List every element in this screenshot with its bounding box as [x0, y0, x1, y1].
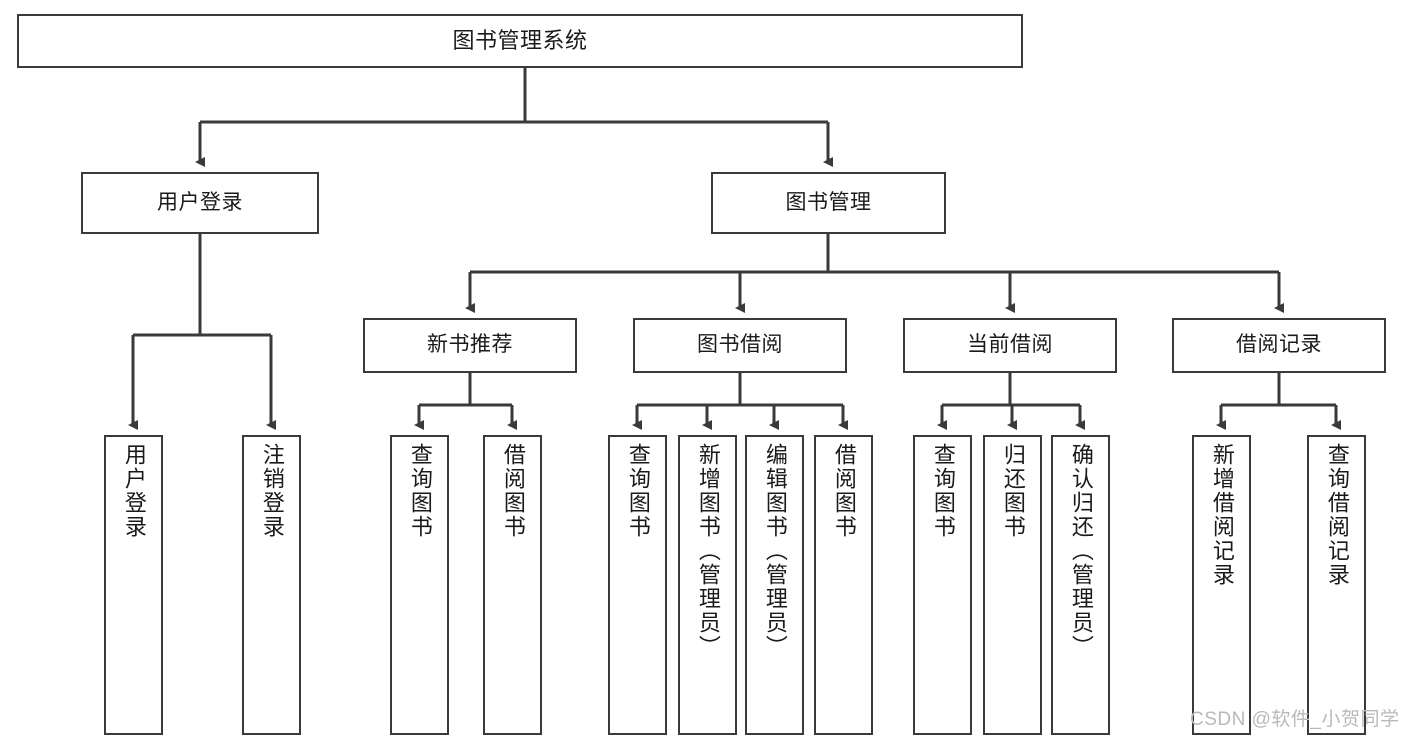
watermark: CSDN @软件_小贺同学 — [1190, 709, 1400, 730]
leaf-borrow-book-label: 借阅图书 — [831, 443, 857, 539]
leaf-query-borrow-record[interactable]: 查询借阅记录 — [1307, 435, 1366, 735]
node-book-borrow[interactable]: 图书借阅 — [633, 318, 847, 373]
leaf-query-borrow-record-label: 查询借阅记录 — [1324, 443, 1350, 587]
leaf-logout[interactable]: 注销登录 — [242, 435, 301, 735]
leaf-add-book-admin[interactable]: 新增图书（管理员） — [678, 435, 737, 735]
leaf-query-book-current[interactable]: 查询图书 — [913, 435, 972, 735]
leaf-confirm-return-admin[interactable]: 确认归还（管理员） — [1051, 435, 1110, 735]
leaf-return-book[interactable]: 归还图书 — [983, 435, 1042, 735]
node-root[interactable]: 图书管理系统 — [17, 14, 1023, 68]
node-current-borrow[interactable]: 当前借阅 — [903, 318, 1117, 373]
leaf-logout-label: 注销登录 — [259, 443, 285, 539]
leaf-query-book-current-label: 查询图书 — [930, 443, 956, 539]
leaf-query-book-borrow[interactable]: 查询图书 — [608, 435, 667, 735]
node-book-borrow-label: 图书借阅 — [697, 333, 783, 357]
leaf-query-book-recommend[interactable]: 查询图书 — [390, 435, 449, 735]
node-current-borrow-label: 当前借阅 — [967, 333, 1053, 357]
node-root-label: 图书管理系统 — [452, 28, 588, 54]
node-new-book-recommend-label: 新书推荐 — [427, 333, 513, 357]
leaf-user-login-label: 用户登录 — [121, 443, 147, 539]
leaf-query-book-recommend-label: 查询图书 — [407, 443, 433, 539]
leaf-edit-book-admin-label: 编辑图书（管理员） — [762, 443, 788, 659]
node-book-management[interactable]: 图书管理 — [711, 172, 946, 234]
leaf-borrow-book[interactable]: 借阅图书 — [814, 435, 873, 735]
leaf-borrow-book-recommend-label: 借阅图书 — [500, 443, 526, 539]
node-user-login-label: 用户登录 — [157, 190, 243, 214]
leaf-add-book-admin-label: 新增图书（管理员） — [695, 443, 721, 659]
node-borrow-record-label: 借阅记录 — [1236, 333, 1322, 357]
leaf-edit-book-admin[interactable]: 编辑图书（管理员） — [745, 435, 804, 735]
leaf-query-book-borrow-label: 查询图书 — [625, 443, 651, 539]
leaf-add-borrow-record-label: 新增借阅记录 — [1209, 443, 1235, 587]
leaf-return-book-label: 归还图书 — [1000, 443, 1026, 539]
node-new-book-recommend[interactable]: 新书推荐 — [363, 318, 577, 373]
node-book-management-label: 图书管理 — [785, 190, 872, 214]
leaf-borrow-book-recommend[interactable]: 借阅图书 — [483, 435, 542, 735]
node-borrow-record[interactable]: 借阅记录 — [1172, 318, 1386, 373]
leaf-user-login[interactable]: 用户登录 — [104, 435, 163, 735]
leaf-confirm-return-admin-label: 确认归还（管理员） — [1068, 443, 1094, 659]
node-user-login[interactable]: 用户登录 — [81, 172, 319, 234]
leaf-add-borrow-record[interactable]: 新增借阅记录 — [1192, 435, 1251, 735]
